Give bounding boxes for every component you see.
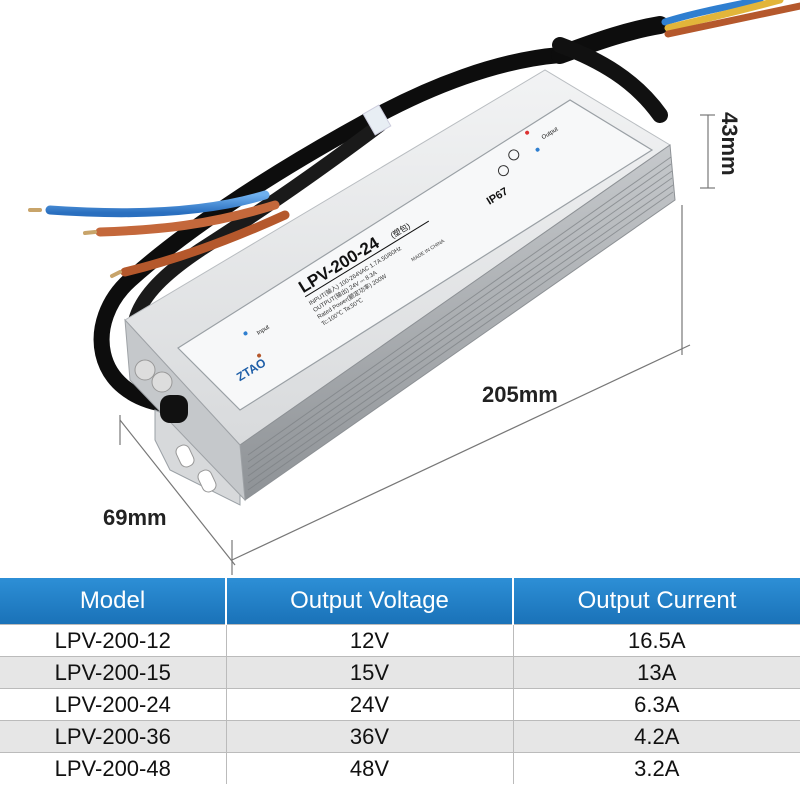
table-row: LPV-200-15 15V 13A (0, 656, 800, 689)
product-image: ZTAO LPV-200-24 (塑包) INPUT(输入) 100-264VA… (28, 0, 800, 575)
table-row: LPV-200-12 12V 16.5A (0, 624, 800, 657)
cell-voltage: 12V (226, 624, 514, 657)
table-row: LPV-200-24 24V 6.3A (0, 688, 800, 721)
output-dot-red (525, 130, 530, 135)
ce-mark-icon (497, 165, 509, 177)
cell-current: 3.2A (513, 752, 800, 784)
header-output-current: Output Current (513, 578, 800, 625)
width-dimension: 69mm (103, 505, 167, 530)
header-output-voltage: Output Voltage (226, 578, 514, 625)
cell-current: 4.2A (513, 720, 800, 753)
power-supply-case (124, 69, 676, 502)
cell-voltage: 24V (226, 688, 514, 721)
cell-voltage: 15V (226, 656, 514, 689)
cell-model: LPV-200-36 (0, 720, 227, 753)
cable-glands (134, 359, 188, 423)
input-dot-blue (243, 331, 248, 336)
output-wires (661, 0, 800, 38)
table-row: LPV-200-36 36V 4.2A (0, 720, 800, 753)
cell-voltage: 36V (226, 720, 514, 753)
table-row: LPV-200-48 48V 3.2A (0, 752, 800, 784)
model-spec-table: Model Output Voltage Output Current LPV-… (0, 578, 800, 784)
fcc-mark-icon (508, 149, 520, 161)
output-dot-blue (535, 147, 540, 152)
table-header-row: Model Output Voltage Output Current (0, 578, 800, 625)
cell-model: LPV-200-48 (0, 752, 227, 784)
length-dimension: 205mm (482, 382, 558, 407)
input-wires (28, 190, 290, 278)
cell-model: LPV-200-24 (0, 688, 227, 721)
cell-current: 13A (513, 656, 800, 689)
mounting-bracket (154, 409, 241, 506)
cell-current: 16.5A (513, 624, 800, 657)
input-dot-brown (257, 353, 262, 358)
cell-model: LPV-200-15 (0, 656, 227, 689)
cell-model: LPV-200-12 (0, 624, 227, 657)
height-dimension: 43mm (717, 112, 742, 176)
cell-current: 6.3A (513, 688, 800, 721)
cell-voltage: 48V (226, 752, 514, 784)
header-model: Model (0, 578, 227, 625)
dimension-lines (119, 114, 715, 575)
